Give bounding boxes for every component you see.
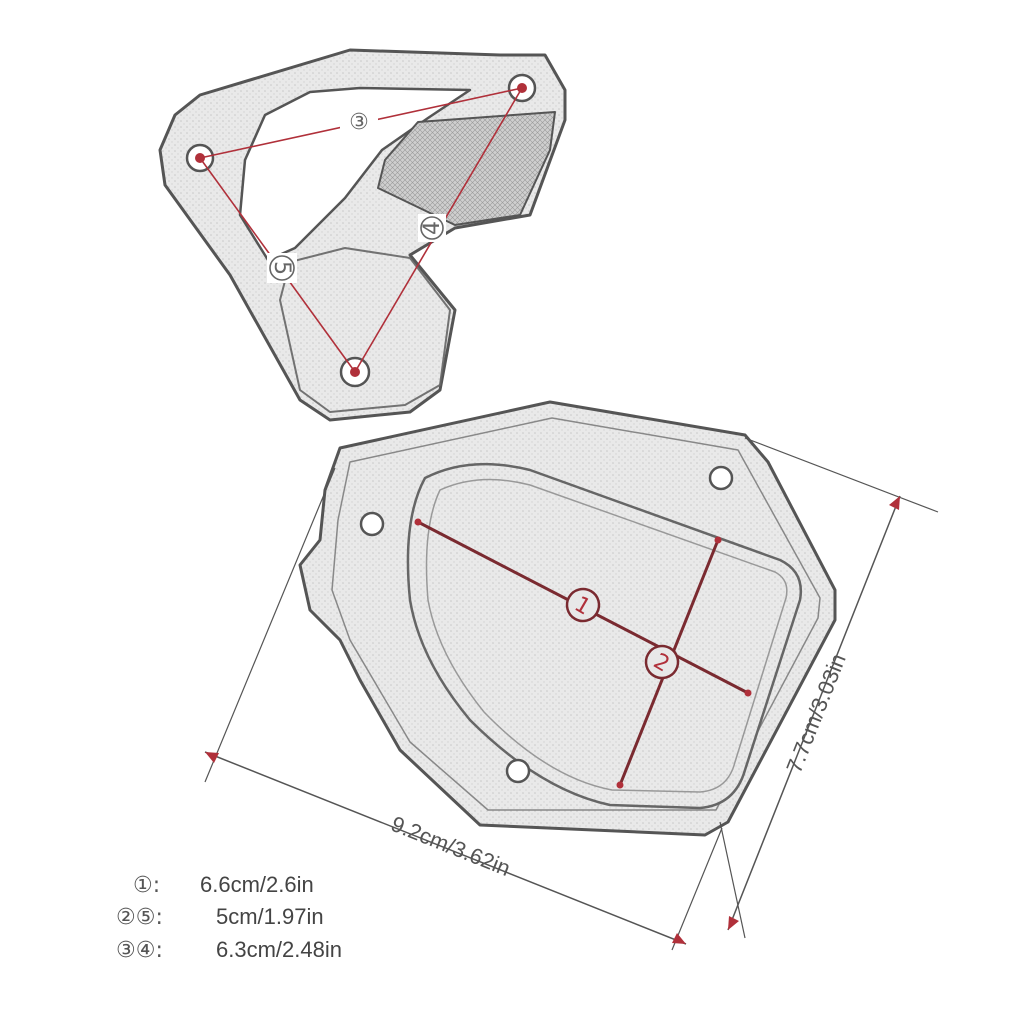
legend: ①: 6.6cm/2.6in ②⑤: 5cm/1.97in ③④: 6.3cm/…: [116, 872, 342, 963]
plate-recess: [406, 462, 803, 810]
legend-row-3: ③④: 6.3cm/2.48in: [116, 937, 342, 963]
marker-1: 1: [565, 587, 601, 623]
marker-5: 5: [267, 253, 297, 283]
bracket-cutout: [238, 86, 472, 262]
legend-row-1: ①: 6.6cm/2.6in: [133, 872, 314, 898]
marker-4: 4: [418, 214, 446, 242]
svg-text:③④:: ③④:: [116, 938, 163, 963]
plate-hole-right: [708, 465, 734, 491]
marker-3: ③: [340, 104, 378, 138]
bracket-part: ③ 4 5: [158, 48, 567, 422]
plate-hole-left: [359, 511, 385, 537]
svg-text:4: 4: [420, 221, 445, 235]
bracket-lower-lobe: [279, 247, 451, 413]
plate-rim: [331, 417, 821, 811]
svg-text:6.3cm/2.48in: 6.3cm/2.48in: [216, 937, 342, 962]
marker-2: 2: [644, 644, 680, 680]
bracket-grip-pad: [377, 111, 556, 226]
svg-text:6.6cm/2.6in: 6.6cm/2.6in: [200, 872, 314, 897]
plate-part: 1 2: [298, 400, 837, 837]
legend-row-2: ②⑤: 5cm/1.97in: [116, 904, 324, 930]
svg-text:①:: ①:: [133, 873, 160, 898]
svg-text:5: 5: [269, 261, 294, 275]
plate-hole-bottom: [505, 758, 531, 784]
svg-text:5cm/1.97in: 5cm/1.97in: [216, 904, 324, 929]
svg-text:③: ③: [349, 110, 369, 135]
svg-text:②⑤:: ②⑤:: [116, 905, 163, 930]
